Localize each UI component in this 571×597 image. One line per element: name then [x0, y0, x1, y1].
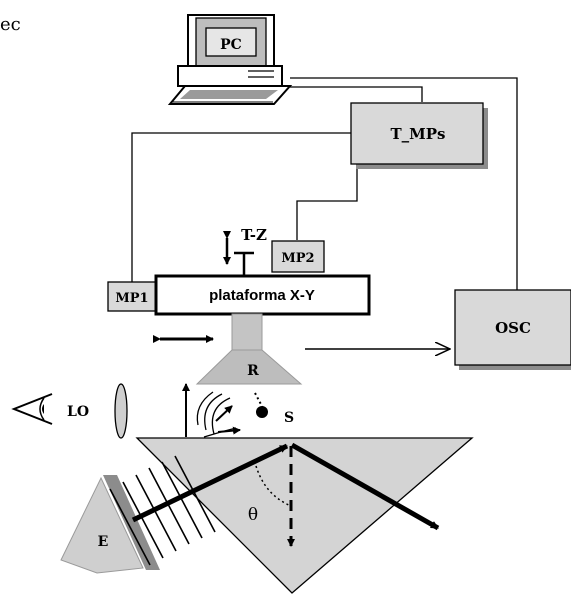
- mp2-label: MP2: [281, 251, 314, 266]
- wiring: [131, 77, 518, 349]
- emitter-horn: [60, 475, 160, 574]
- mp1-label: MP1: [115, 291, 148, 306]
- tmps-box: [350, 102, 488, 169]
- e-label: E: [98, 534, 109, 550]
- evanescent-waves: [182, 383, 268, 438]
- theta-label: θ: [248, 505, 258, 525]
- angle-arc: [255, 465, 292, 507]
- tz-label: T-Z: [241, 226, 267, 244]
- computer-icon: [167, 14, 293, 105]
- lo-label: LO: [67, 404, 89, 420]
- receiver-horn: [195, 313, 303, 385]
- lens-icon: [114, 383, 128, 439]
- platform-label: plataforma X-Y: [209, 287, 315, 304]
- incident-beam: [131, 443, 289, 523]
- osc-box: [454, 289, 571, 370]
- platform-box: [154, 274, 371, 316]
- mp1-box: [107, 281, 157, 312]
- incident-wavefronts: [109, 455, 216, 566]
- mp2-box: [271, 240, 325, 273]
- tz-actuator: [223, 231, 254, 276]
- s-label: S: [284, 410, 294, 426]
- osc-label: OSC: [495, 319, 531, 337]
- tmps-label: T_MPs: [391, 125, 446, 143]
- r-label: R: [247, 363, 259, 379]
- pc-label: PC: [220, 37, 242, 53]
- corner-text: ec: [0, 14, 21, 35]
- eye-icon: [11, 393, 53, 425]
- reflected-beam: [290, 442, 440, 531]
- prism: [135, 437, 474, 594]
